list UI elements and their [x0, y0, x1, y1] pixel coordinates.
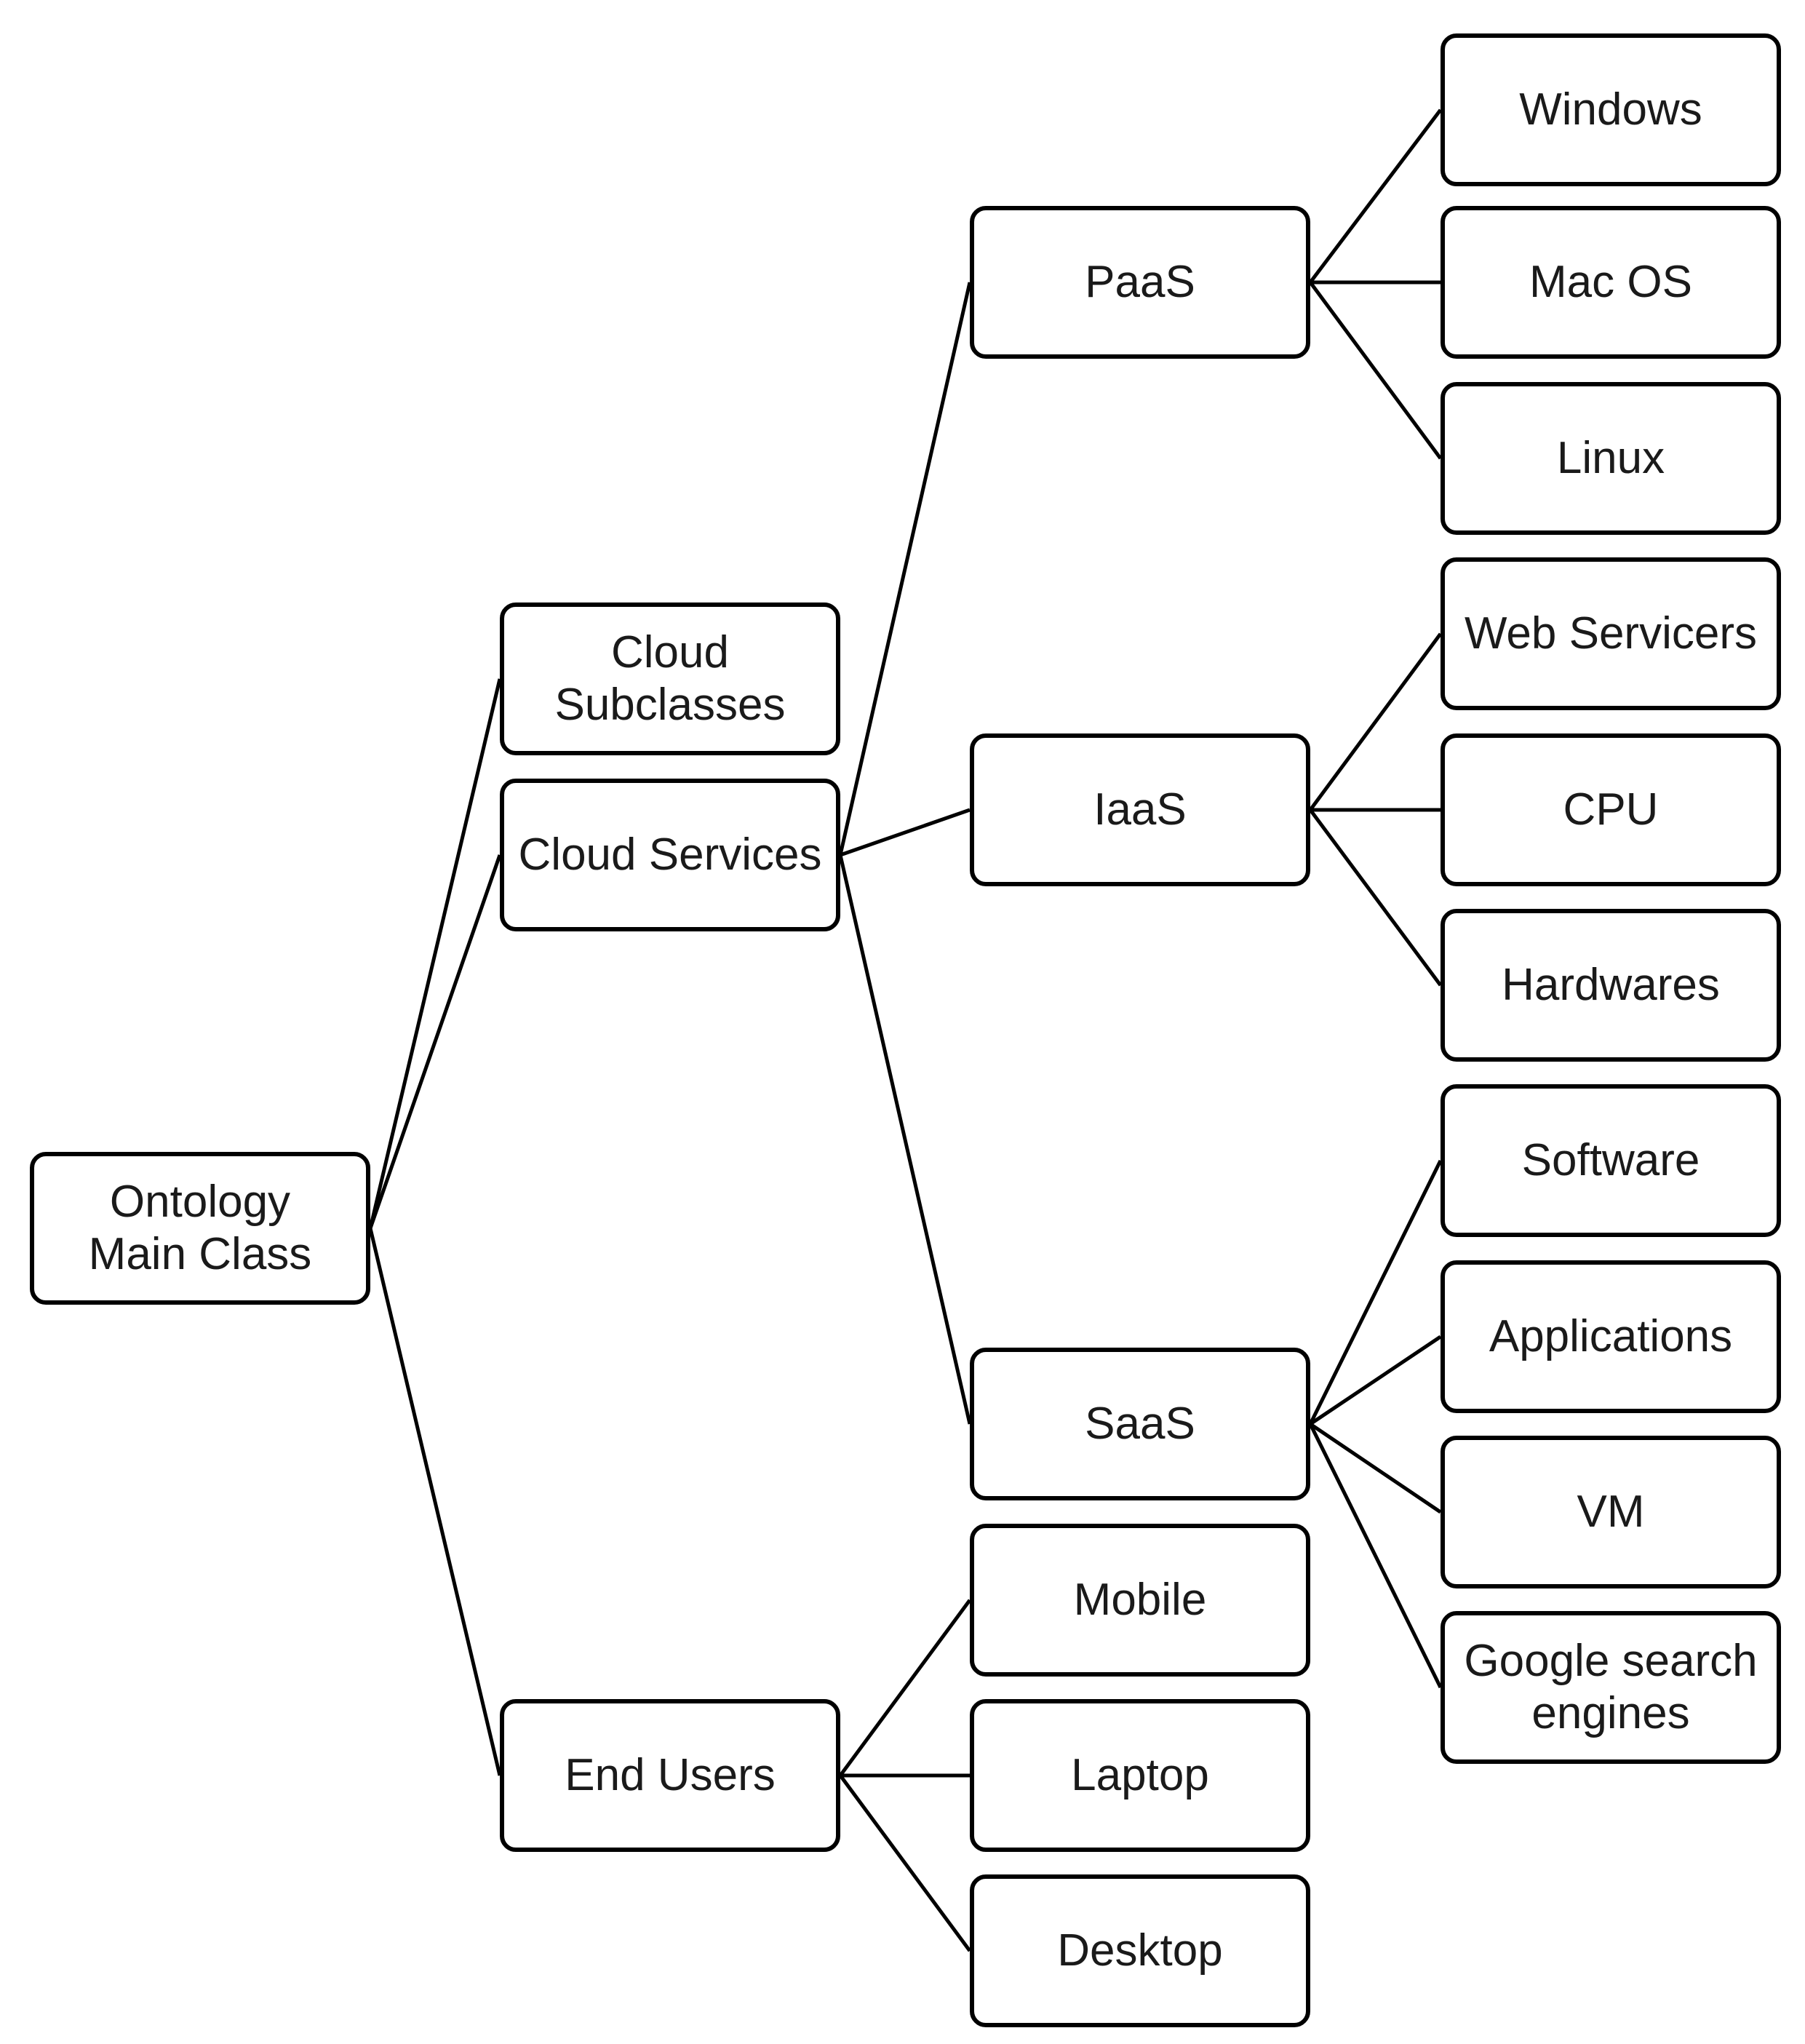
node-desktop: Desktop [970, 1874, 1310, 2027]
node-cloud-services: Cloud Services [500, 779, 840, 931]
node-saas: SaaS [970, 1348, 1310, 1500]
connector-root-cloud_subclasses [368, 678, 502, 1229]
node-mac-os: Mac OS [1441, 206, 1781, 359]
node-vm: VM [1441, 1436, 1781, 1588]
connector-cloud_services-iaas [840, 808, 971, 857]
connector-iaas-hardwares [1308, 808, 1443, 987]
connector-end_users-desktop [838, 1774, 972, 1952]
node-cloud-subclasses: Cloud Subclasses [500, 603, 840, 755]
node-paas: PaaS [970, 206, 1310, 359]
node-hardwares: Hardwares [1441, 909, 1781, 1062]
node-windows: Windows [1441, 33, 1781, 186]
connector-saas-software [1308, 1159, 1443, 1425]
node-web-servicers: Web Servicers [1441, 557, 1781, 710]
connector-end_users-mobile [838, 1599, 972, 1777]
node-google-search-engines: Google search engines [1441, 1611, 1781, 1764]
node-iaas: IaaS [970, 733, 1310, 886]
connector-paas-windows [1309, 108, 1442, 284]
connector-saas-vm [1309, 1422, 1442, 1514]
connector-saas-applications [1309, 1335, 1442, 1426]
node-applications: Applications [1441, 1260, 1781, 1413]
connector-root-end_users [368, 1228, 502, 1776]
node-laptop: Laptop [970, 1699, 1310, 1852]
node-end-users: End Users [500, 1699, 840, 1852]
connector-cloud_services-saas [838, 854, 972, 1425]
connector-cloud_services-paas [838, 282, 972, 856]
connector-root-cloud_services [368, 854, 502, 1229]
connector-iaas-web_servicers [1308, 632, 1443, 811]
node-ontology-main-class: Ontology Main Class [30, 1152, 370, 1305]
connector-saas-google_search_engines [1308, 1423, 1443, 1689]
node-cpu: CPU [1441, 733, 1781, 886]
node-linux: Linux [1441, 382, 1781, 535]
node-software: Software [1441, 1084, 1781, 1237]
connector-paas-linux [1308, 281, 1443, 460]
node-mobile: Mobile [970, 1524, 1310, 1677]
